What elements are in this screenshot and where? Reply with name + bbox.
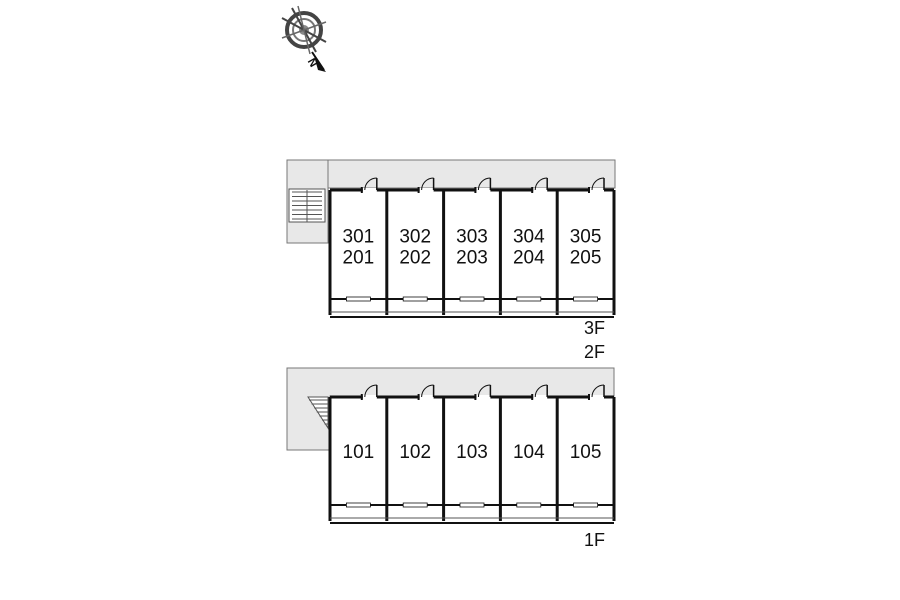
floor-label-1f: 1F bbox=[584, 530, 605, 550]
lower-unit-102: 102 bbox=[385, 384, 435, 521]
door-opening bbox=[533, 188, 548, 192]
door-swing-icon bbox=[534, 384, 548, 398]
floor-label-2f: 2F bbox=[584, 342, 605, 362]
door-swing-icon bbox=[364, 384, 377, 398]
compass-icon: N bbox=[281, 5, 327, 72]
door-opening bbox=[590, 395, 604, 399]
unit-label-lower: 205 bbox=[570, 248, 602, 269]
lower-stair-icon bbox=[307, 396, 329, 430]
unit-label-upper: 305 bbox=[570, 227, 602, 248]
unit-label-upper: 301 bbox=[343, 227, 375, 248]
unit-label-lower: 204 bbox=[513, 248, 545, 269]
window bbox=[459, 502, 485, 508]
unit-label: 103 bbox=[456, 442, 488, 463]
floor-label-3f: 3F bbox=[584, 318, 605, 338]
unit-label-lower: 202 bbox=[399, 248, 431, 269]
compass-north-label: N bbox=[305, 57, 319, 70]
door-swing-icon bbox=[421, 384, 434, 398]
door-opening bbox=[476, 395, 491, 399]
door-swing-icon bbox=[534, 177, 548, 191]
upper-corridor bbox=[286, 159, 616, 189]
lower-unit-103: 103 bbox=[442, 384, 492, 521]
unit-label-lower: 201 bbox=[343, 248, 375, 269]
window bbox=[402, 502, 428, 508]
window bbox=[573, 296, 598, 302]
window bbox=[516, 296, 542, 302]
window bbox=[573, 502, 598, 508]
unit-label-upper: 302 bbox=[399, 227, 431, 248]
window bbox=[345, 296, 371, 302]
unit-label: 101 bbox=[343, 442, 375, 463]
door-swing-icon bbox=[421, 177, 434, 191]
door-opening bbox=[419, 395, 434, 399]
unit-label-upper: 304 bbox=[513, 227, 545, 248]
window bbox=[345, 502, 371, 508]
lower-unit-104: 104 bbox=[498, 384, 548, 521]
unit-label: 105 bbox=[570, 442, 602, 463]
lower-unit-101: 101 bbox=[343, 384, 378, 508]
lower-corridor bbox=[286, 367, 615, 451]
window bbox=[459, 296, 485, 302]
lower-unit-105: 105 bbox=[555, 384, 605, 521]
lower-units: 101 102 103 104 105 bbox=[328, 384, 616, 521]
unit-label: 104 bbox=[513, 442, 545, 463]
unit-label-lower: 203 bbox=[456, 248, 488, 269]
door-swing-icon bbox=[477, 177, 491, 191]
door-swing-icon bbox=[591, 177, 605, 191]
window bbox=[402, 296, 428, 302]
door-swing-icon bbox=[364, 177, 377, 191]
door-opening bbox=[590, 188, 604, 192]
door-opening bbox=[533, 395, 548, 399]
window bbox=[516, 502, 542, 508]
door-opening bbox=[419, 188, 434, 192]
upper-stair-icon bbox=[288, 188, 326, 223]
unit-label: 102 bbox=[399, 442, 431, 463]
lower-floor-block: 101 102 103 104 105 1F bbox=[286, 367, 616, 550]
door-opening bbox=[362, 395, 377, 399]
door-opening bbox=[362, 188, 377, 192]
unit-label-upper: 303 bbox=[456, 227, 488, 248]
door-swing-icon bbox=[591, 384, 605, 398]
door-swing-icon bbox=[477, 384, 491, 398]
door-opening bbox=[476, 188, 491, 192]
